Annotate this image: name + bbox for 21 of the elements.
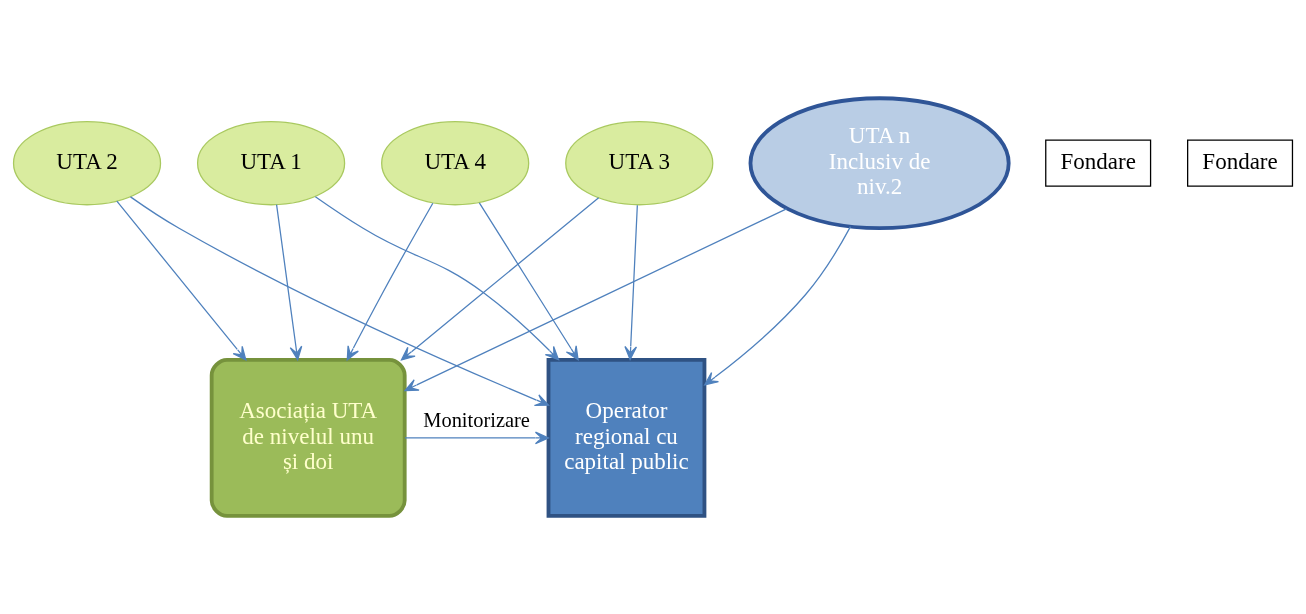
arrow (404, 431, 549, 445)
node-box: Operator regional cu capital public (546, 358, 707, 518)
arrow (704, 226, 852, 386)
node-ellipse: UTA 2 (12, 121, 162, 206)
arrow (404, 208, 788, 392)
arrow (624, 204, 638, 361)
node-box: Fondare (1045, 139, 1152, 187)
arrow (346, 202, 434, 361)
node-ellipse: UTA 4 (381, 121, 530, 206)
node-ellipse: UTA 3 (565, 121, 714, 206)
arrow (478, 202, 579, 361)
arrow (400, 197, 600, 361)
node-box: Asociația UTA de nivelul unu și doi (209, 358, 407, 518)
arrow (314, 196, 560, 361)
edge-label: Monitorizare (423, 409, 530, 432)
arrow (129, 196, 550, 407)
node-ellipse: UTA 1 (196, 121, 346, 206)
node-ellipse: UTA n Inclusiv de niv.2 (748, 96, 1011, 231)
arrow (275, 204, 303, 361)
node-box: Fondare (1187, 139, 1294, 187)
arrow (116, 200, 247, 361)
